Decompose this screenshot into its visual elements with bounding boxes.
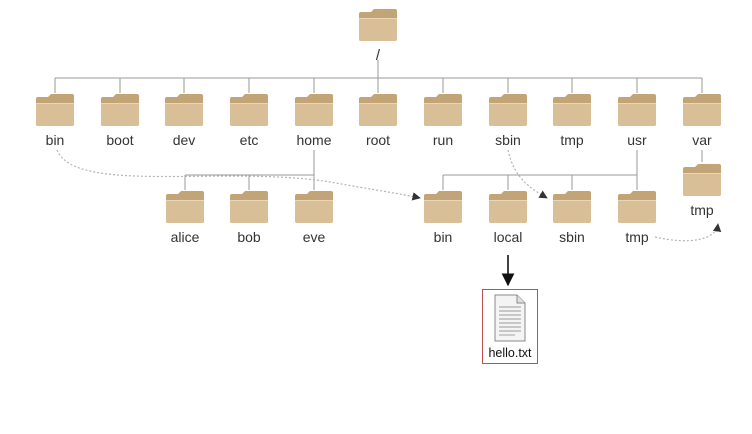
file-label: hello.txt bbox=[488, 346, 532, 360]
folder-var-tmp[interactable]: tmp bbox=[680, 163, 724, 218]
folder-home[interactable]: home bbox=[292, 93, 336, 148]
folder-bin[interactable]: bin bbox=[33, 93, 77, 148]
folder-icon bbox=[423, 190, 463, 224]
folder-icon bbox=[358, 93, 398, 127]
folder-icon bbox=[100, 93, 140, 127]
folder-label: bin bbox=[45, 132, 65, 148]
folder-label: etc bbox=[239, 132, 259, 148]
folder-label: eve bbox=[302, 229, 326, 245]
folder-icon bbox=[35, 93, 75, 127]
folder-icon bbox=[682, 163, 722, 197]
folder-icon bbox=[617, 190, 657, 224]
folder-usr[interactable]: usr bbox=[615, 93, 659, 148]
folder-label: run bbox=[432, 132, 454, 148]
folder-label: home bbox=[296, 132, 332, 148]
folder-label: tmp bbox=[625, 229, 649, 245]
folder-icon bbox=[358, 8, 398, 42]
folder-bob[interactable]: bob bbox=[227, 190, 271, 245]
folder-label: tmp bbox=[560, 132, 584, 148]
folder-tmp[interactable]: tmp bbox=[550, 93, 594, 148]
folder-icon bbox=[164, 93, 204, 127]
folder-etc[interactable]: etc bbox=[227, 93, 271, 148]
text-file-icon bbox=[494, 294, 526, 342]
folder-label: sbin bbox=[495, 132, 521, 148]
folder-usr-bin[interactable]: bin bbox=[421, 190, 465, 245]
file-hello-txt[interactable]: hello.txt bbox=[482, 289, 538, 364]
folder-icon bbox=[165, 190, 205, 224]
folder-icon bbox=[552, 190, 592, 224]
folder-label: alice bbox=[170, 229, 200, 245]
folder-usr-tmp[interactable]: tmp bbox=[615, 190, 659, 245]
folder-icon bbox=[229, 190, 269, 224]
folder-sbin[interactable]: sbin bbox=[486, 93, 530, 148]
folder-label: dev bbox=[172, 132, 196, 148]
folder-icon bbox=[617, 93, 657, 127]
folder-label: boot bbox=[106, 132, 134, 148]
folder-label: usr bbox=[627, 132, 647, 148]
folder-usr-local[interactable]: local bbox=[486, 190, 530, 245]
folder-label: bin bbox=[433, 229, 453, 245]
folder-label: local bbox=[493, 229, 523, 245]
folder-usr-sbin[interactable]: sbin bbox=[550, 190, 594, 245]
folder-run[interactable]: run bbox=[421, 93, 465, 148]
folder-label: var bbox=[692, 132, 712, 148]
folder-icon bbox=[229, 93, 269, 127]
folder-label: sbin bbox=[559, 229, 585, 245]
level1-drops bbox=[54, 78, 703, 93]
folder-alice[interactable]: alice bbox=[163, 190, 207, 245]
folder-label: root bbox=[365, 132, 391, 148]
folder-root[interactable]: root bbox=[356, 93, 400, 148]
folder-var[interactable]: var bbox=[680, 93, 724, 148]
folder-icon bbox=[423, 93, 463, 127]
folder-root-dir[interactable]: / bbox=[356, 8, 400, 64]
tmp-link-arrow bbox=[654, 223, 722, 242]
folder-icon bbox=[682, 93, 722, 127]
folder-eve[interactable]: eve bbox=[292, 190, 336, 245]
folder-label: bob bbox=[237, 229, 261, 245]
folder-label: tmp bbox=[690, 202, 714, 218]
folder-icon bbox=[552, 93, 592, 127]
folder-icon bbox=[488, 93, 528, 127]
folder-icon bbox=[294, 190, 334, 224]
bin-link-arrow bbox=[56, 149, 421, 201]
folder-boot[interactable]: boot bbox=[98, 93, 142, 148]
folder-icon bbox=[488, 190, 528, 224]
folder-dev[interactable]: dev bbox=[162, 93, 206, 148]
folder-label: / bbox=[375, 47, 381, 64]
folder-icon bbox=[294, 93, 334, 127]
